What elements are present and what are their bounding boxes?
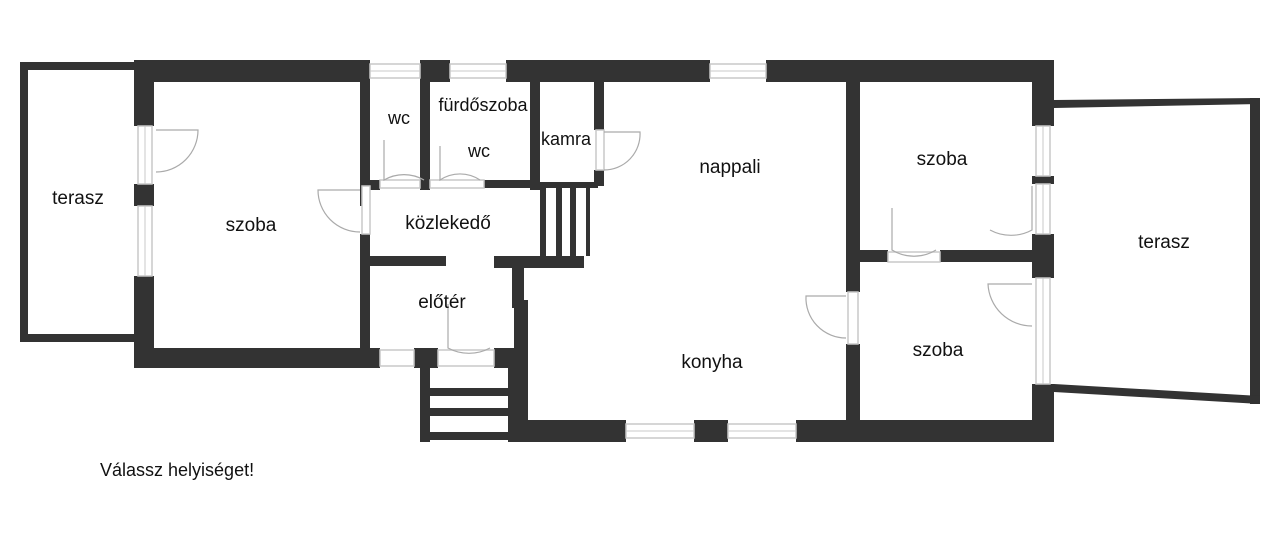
label-wc-1: wc	[387, 108, 410, 128]
label-wc-2: wc	[467, 141, 490, 161]
label-furdoszoba: fürdőszoba	[438, 95, 528, 115]
doors	[155, 129, 1033, 354]
room-szoba-lower-right[interactable]	[860, 266, 1030, 418]
label-kamra: kamra	[541, 129, 592, 149]
label-nappali: nappali	[699, 157, 760, 178]
room-eloter[interactable]	[372, 266, 512, 346]
label-szoba-left: szoba	[226, 215, 277, 236]
room-terasz-left[interactable]	[30, 72, 132, 332]
room-konyha[interactable]	[528, 264, 846, 420]
label-terasz-right: terasz	[1138, 232, 1190, 253]
label-terasz-left: terasz	[52, 188, 104, 209]
walls	[20, 60, 1260, 442]
label-eloter: előtér	[418, 292, 466, 313]
label-szoba-lower-right: szoba	[913, 340, 964, 361]
room-szoba-upper-right[interactable]	[860, 82, 1030, 250]
windows	[137, 63, 1051, 439]
room-kamra[interactable]	[540, 82, 594, 182]
room-szoba-left[interactable]	[154, 82, 360, 346]
window-lines	[144, 70, 1044, 432]
room-terasz-right[interactable]	[1062, 108, 1250, 396]
room-wc-1[interactable]	[372, 82, 420, 180]
select-room-prompt: Válassz helyiséget!	[100, 460, 255, 480]
room-nappali[interactable]	[604, 82, 846, 258]
label-kozlekedo: közlekedő	[405, 213, 491, 234]
label-konyha: konyha	[681, 352, 743, 373]
room-furdoszoba[interactable]	[430, 82, 530, 180]
room-kozlekedo[interactable]	[372, 190, 532, 254]
label-szoba-upper-right: szoba	[917, 149, 968, 170]
